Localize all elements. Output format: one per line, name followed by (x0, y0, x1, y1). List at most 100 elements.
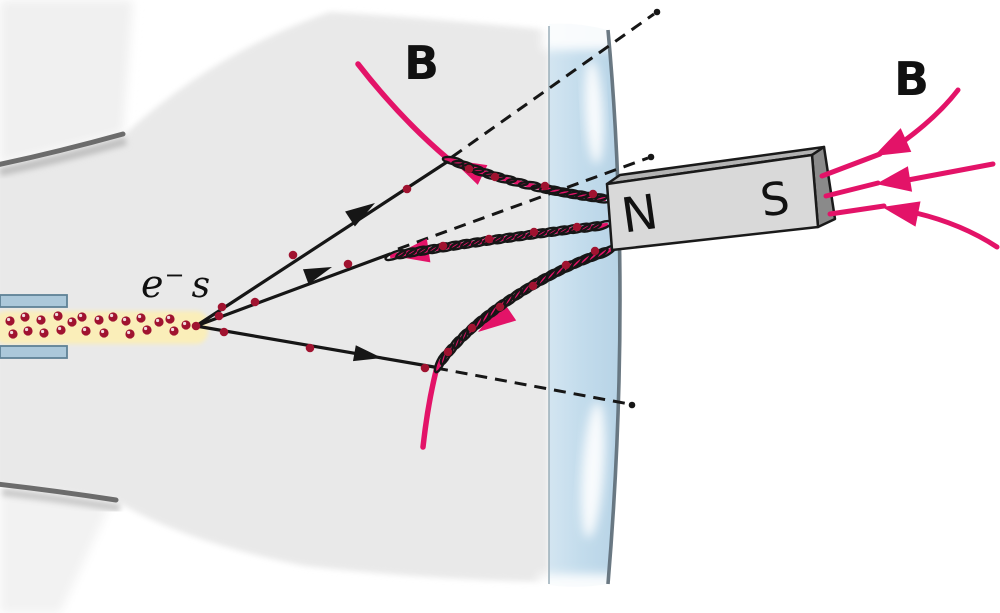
electron (438, 241, 448, 251)
dashed-end-dot-middle (647, 153, 655, 161)
electron (53, 311, 63, 321)
s-pole-stub-middle (823, 180, 881, 199)
electron (36, 315, 46, 325)
electron-highlight (144, 326, 148, 331)
s-pole-curve-bottom (913, 210, 1000, 250)
s-pole-curve-top (901, 87, 961, 144)
electron (288, 250, 298, 260)
electrons-label: e−s (141, 261, 210, 306)
electron (529, 227, 539, 237)
electron (136, 313, 146, 323)
electron-gun-plate-top (0, 294, 68, 308)
electron (490, 172, 500, 182)
electron-highlight (41, 329, 45, 334)
electron (443, 347, 453, 357)
electron (67, 317, 77, 327)
s-pole-arrowhead-middle (876, 166, 913, 192)
electron (181, 320, 191, 330)
magnet-front-face (605, 153, 820, 252)
electron-highlight (10, 330, 14, 335)
field-line-lower-left (420, 364, 440, 450)
electron-highlight (138, 314, 142, 319)
electron (540, 181, 550, 191)
electron-highlight (25, 327, 29, 332)
electron-highlight (55, 312, 59, 317)
dashed-path-middle (397, 156, 649, 251)
electron (305, 343, 315, 353)
electron (467, 323, 477, 333)
electron-highlight (101, 329, 105, 334)
beam-line-bottom (194, 324, 436, 369)
electron (154, 317, 164, 327)
tube-flare-top-outline (0, 131, 126, 167)
electron (219, 327, 229, 337)
electron-highlight (69, 318, 73, 323)
field-lines-south-pole (819, 87, 1000, 250)
electron-highlight (83, 327, 87, 332)
electron (23, 326, 33, 336)
beam-line-middle (194, 252, 392, 328)
electron-highlight (171, 327, 175, 332)
electron-symbol: e (141, 262, 164, 306)
s-pole-arrowhead-top (874, 128, 912, 156)
electron-charge-sign: − (164, 261, 185, 289)
dashed-path-bottom (435, 366, 630, 406)
s-pole-stub-top (819, 151, 883, 179)
electron (214, 311, 224, 321)
dashed-end-dot-bottom (628, 401, 636, 409)
electron (99, 328, 109, 338)
electron (343, 259, 353, 269)
electron (20, 312, 30, 322)
s-pole-arrowhead-bottom (882, 201, 921, 227)
electron (39, 328, 49, 338)
electron-gun-plate-bottom (0, 345, 68, 359)
electron-highlight (123, 317, 127, 322)
s-pole-line-middle (905, 161, 996, 183)
screen-fade-top (542, 0, 626, 50)
tube-exterior-bottom-left (0, 492, 110, 613)
electron-highlight (110, 313, 114, 318)
electron (94, 315, 104, 325)
electron (464, 164, 474, 174)
electron (250, 297, 260, 307)
screen-highlight-top (584, 60, 604, 164)
beam-arrowhead-bottom (353, 345, 382, 362)
electron-highlight (79, 313, 83, 318)
beam-arrowhead-top (345, 203, 375, 227)
electron (108, 312, 118, 322)
electron (217, 302, 227, 312)
electron-highlight (58, 326, 62, 331)
screen-highlight-bottom (581, 402, 605, 538)
electron (590, 246, 600, 256)
electron (169, 326, 179, 336)
electron (125, 329, 135, 339)
electron (528, 281, 538, 291)
screen-fade-bottom (538, 574, 630, 613)
tube-flare-top-shadow (0, 137, 128, 176)
field-label-left: B (404, 36, 440, 90)
s-pole-stub-bottom (827, 203, 887, 217)
dashed-end-dot-top (653, 8, 661, 16)
electron-highlight (183, 321, 187, 326)
electron (165, 314, 175, 324)
field-line-upper-left (355, 61, 450, 161)
dashed-path-top (451, 12, 655, 159)
tube-exterior-top-left (0, 0, 133, 164)
electron-highlight (167, 315, 171, 320)
electron-dots (5, 164, 600, 373)
electron (561, 260, 571, 270)
electron (402, 184, 412, 194)
tube-flare-bottom-shadow (1, 488, 121, 512)
electron (495, 302, 505, 312)
electron (8, 329, 18, 339)
field-label-right: B (894, 52, 930, 106)
electron (121, 316, 131, 326)
electron (81, 326, 91, 336)
beam-arrowhead-middle (303, 267, 332, 285)
electron-spiral-coils (384, 155, 618, 374)
electron-plural-s: s (191, 265, 211, 306)
electron (588, 189, 598, 199)
electron (191, 321, 201, 331)
